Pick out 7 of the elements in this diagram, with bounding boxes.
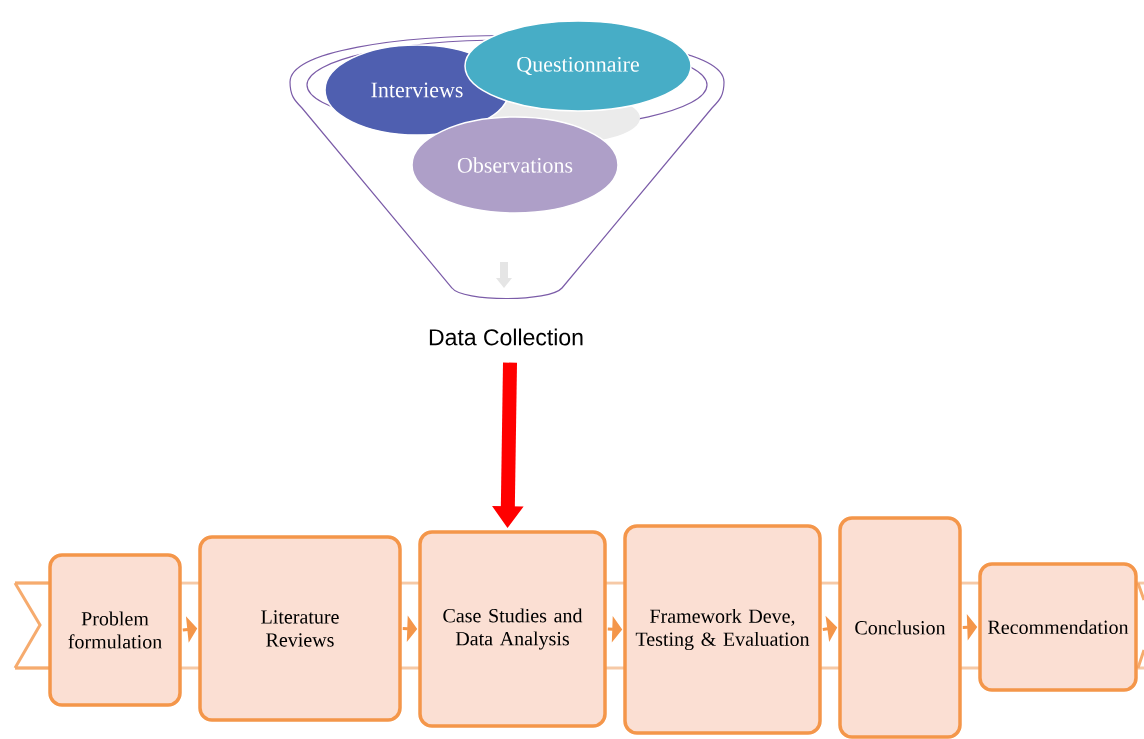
process-box: Framework Deve, Testing & Evaluation: [623, 524, 822, 735]
process-box: Conclusion: [838, 516, 962, 739]
process-box: Case Studies and Data Analysis: [418, 530, 607, 728]
process-box: Recommendation: [978, 562, 1138, 692]
process-box: Problem formulation: [48, 553, 182, 707]
process-box: Literature Reviews: [198, 535, 402, 722]
caption-text: Data Collection: [429, 328, 583, 346]
